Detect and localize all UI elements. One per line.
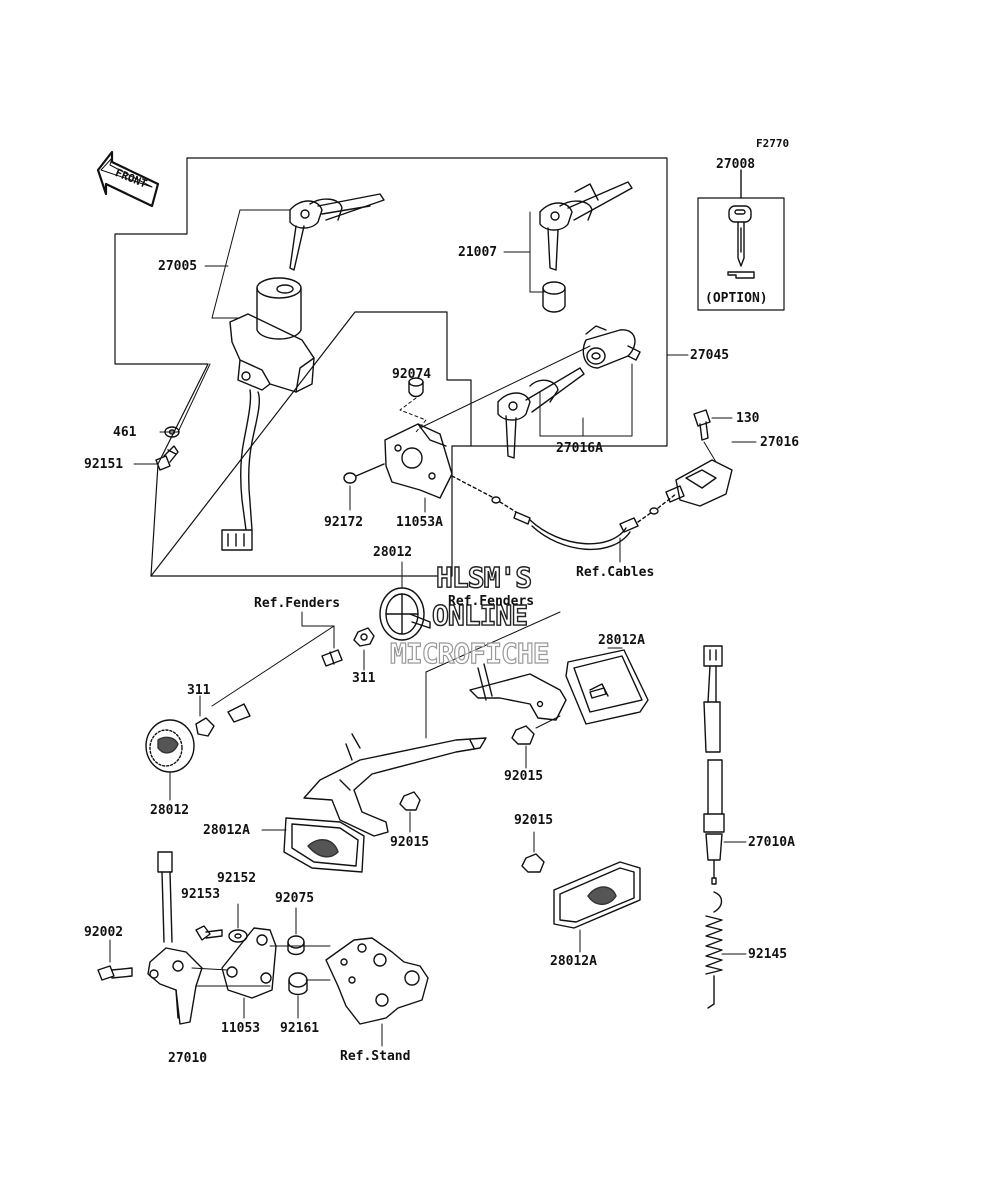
bolt-92151 — [155, 445, 179, 471]
callout-27008: 27008 — [716, 157, 756, 172]
callout-28012-left: 28012 — [150, 803, 190, 818]
callout-28012-top: 28012 — [373, 545, 413, 560]
watermark-line-2: ONLINE — [431, 599, 529, 632]
brake-switch-27010A — [703, 645, 725, 885]
seat-lock-keys-icon — [497, 367, 585, 459]
callout-27016: 27016 — [760, 435, 800, 450]
bolt-92002 — [97, 965, 133, 981]
front-label: FRONT — [113, 166, 149, 191]
callout-27005: 27005 — [158, 259, 198, 274]
nut-311-a — [353, 627, 375, 647]
callout-27010: 27010 — [168, 1051, 208, 1066]
callout-27010A: 27010A — [748, 835, 795, 850]
stud-311-b — [227, 703, 251, 723]
bracket-11053A — [384, 423, 453, 499]
callout-27016A: 27016A — [556, 441, 603, 456]
figure-code: F2770 — [756, 137, 790, 150]
callout-92153: 92153 — [181, 887, 221, 902]
collar-92161 — [288, 972, 308, 996]
ignition-switch-body — [221, 277, 315, 551]
fender-bracket — [303, 733, 487, 837]
callout-11053: 11053 — [221, 1021, 261, 1036]
callout-92145: 92145 — [748, 947, 788, 962]
callout-27045: 27045 — [690, 348, 730, 363]
stud-311-a — [321, 649, 343, 667]
callout-92002: 92002 — [84, 925, 124, 940]
callout-130: 130 — [736, 411, 760, 426]
nut-92015-a — [511, 725, 535, 745]
ref-fenders-mid-label: Ref.Fenders — [448, 594, 535, 609]
ref-cables-label: Ref.Cables — [576, 565, 655, 580]
grommet-92074 — [408, 377, 424, 398]
screw-92172 — [343, 463, 385, 484]
plate-11053 — [221, 927, 277, 999]
front-direction-arrow: FRONT — [96, 150, 160, 208]
kit-outline-frame — [150, 157, 668, 577]
seat-latch-27016 — [665, 459, 733, 507]
callout-92152: 92152 — [217, 871, 257, 886]
spring-92145 — [705, 891, 723, 1009]
rect-reflector-right — [565, 649, 649, 725]
spare-keys-icon — [539, 181, 633, 271]
bolt-92153 — [195, 925, 223, 941]
callout-21007: 21007 — [458, 245, 498, 260]
seat-lock-cylinder — [582, 325, 641, 369]
collar-92075 — [287, 935, 305, 956]
ref-stand-label: Ref.Stand — [340, 1049, 411, 1064]
callout-311-a: 311 — [352, 671, 376, 686]
option-key-icon — [727, 205, 755, 279]
ignition-keys-icon — [289, 193, 385, 271]
callout-461: 461 — [113, 425, 137, 440]
washer-461 — [164, 426, 180, 438]
rect-reflector-left — [283, 817, 365, 873]
ref-fenders-left-label: Ref.Fenders — [254, 596, 341, 611]
callout-28012A-right: 28012A — [598, 633, 645, 648]
callout-92015-b: 92015 — [390, 835, 430, 850]
callout-92161: 92161 — [280, 1021, 320, 1036]
reflector-stud-right — [589, 687, 607, 699]
round-reflector-top — [379, 587, 431, 641]
watermark-line-3: MICROFICHE — [389, 637, 550, 670]
nut-92015-c — [521, 853, 545, 873]
option-label: (OPTION) — [705, 291, 768, 306]
rect-reflector-bottom — [553, 861, 641, 929]
callout-92075: 92075 — [275, 891, 315, 906]
callout-28012A-bottom: 28012A — [550, 954, 597, 969]
callout-92172: 92172 — [324, 515, 364, 530]
side-stand-plate — [325, 937, 429, 1025]
nut-92015-b — [399, 791, 421, 811]
callout-92074: 92074 — [392, 367, 432, 382]
round-reflector-left — [145, 719, 195, 773]
callout-92015-a: 92015 — [504, 769, 544, 784]
cable-assembly — [451, 475, 677, 551]
callout-28012A-left: 28012A — [203, 823, 250, 838]
watermark-line-1: HLSM'S — [435, 561, 533, 594]
license-bracket-right — [469, 663, 567, 721]
callout-11053A: 11053A — [396, 515, 443, 530]
callout-311-b: 311 — [187, 683, 211, 698]
callout-92015-c: 92015 — [514, 813, 554, 828]
bolt-130 — [693, 409, 711, 441]
lock-cylinder-21007 — [542, 281, 566, 313]
nut-311-b — [195, 717, 215, 737]
side-stand-switch-27010 — [147, 851, 203, 1025]
callout-92151: 92151 — [84, 457, 124, 472]
